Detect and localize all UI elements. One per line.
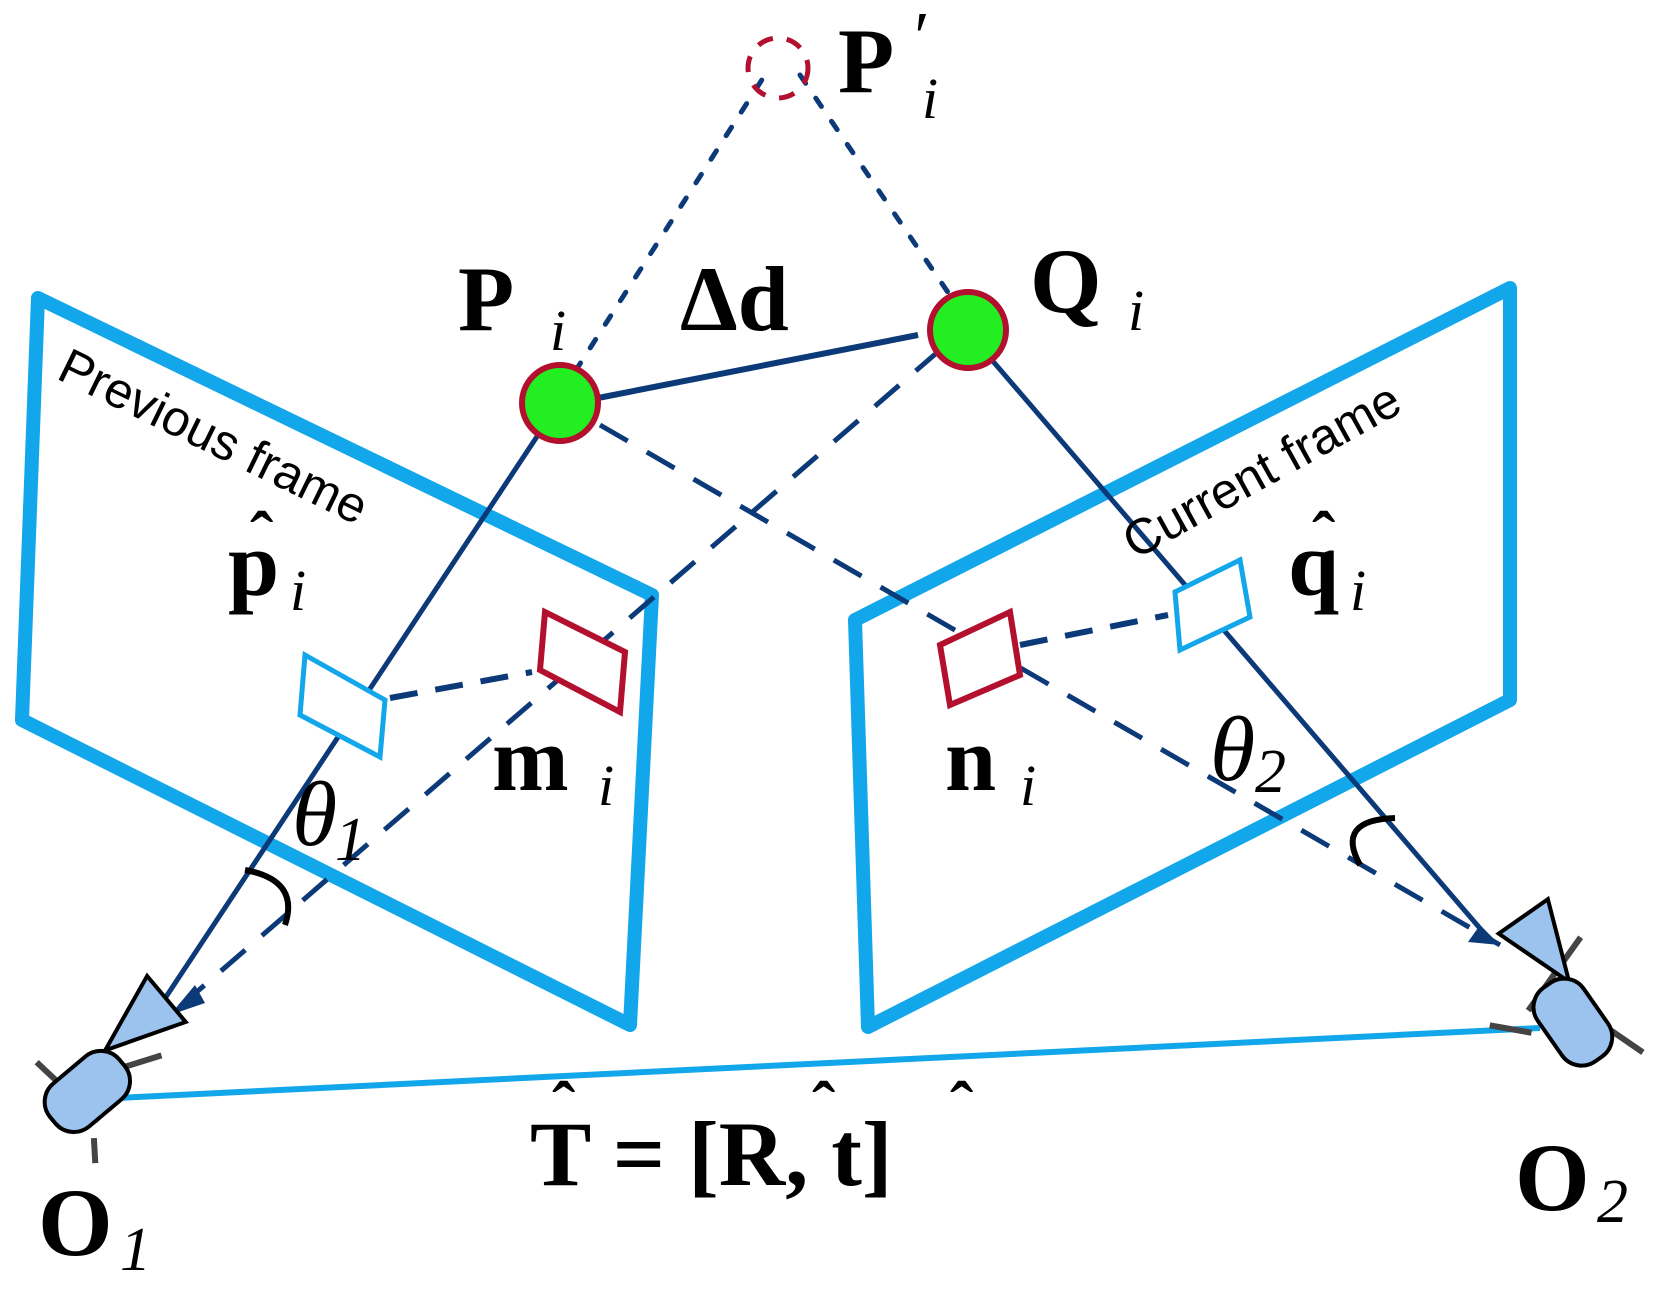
- dashed-ray-p-to-o2: [598, 422, 1502, 948]
- p-hat-caret: ˆ: [250, 499, 273, 576]
- p-sub: i: [550, 298, 566, 363]
- o2-label: O: [1515, 1124, 1590, 1231]
- dotted-ray-left: [557, 72, 768, 398]
- theta1-arc: [244, 867, 292, 926]
- q-hat-caret: ˆ: [1312, 499, 1335, 576]
- m-label: m: [492, 708, 569, 810]
- m-patch: [536, 607, 629, 717]
- point-p-prime: [745, 35, 811, 101]
- n-to-q-arrow: [1019, 612, 1169, 648]
- transform-hat-r: ˆ: [812, 1069, 835, 1146]
- delta-d-label: Δd: [680, 248, 789, 350]
- transform-label: T = [R, t]: [530, 1103, 892, 1205]
- transform-hat-t: ˆ: [552, 1069, 575, 1146]
- o1-label: O: [38, 1169, 113, 1276]
- dashed-ray-q-to-o1: [168, 348, 942, 1017]
- p-hat-patch: [297, 650, 388, 761]
- theta1-label: θ: [292, 763, 337, 865]
- ray-q-to-o2: [983, 350, 1492, 942]
- m-sub: i: [598, 753, 614, 818]
- o1-sub: 1: [120, 1216, 151, 1284]
- transform-arrow: [117, 1025, 1541, 1101]
- theta2-label: θ: [1210, 698, 1255, 800]
- p-to-m-arrow: [389, 669, 533, 701]
- q-hat-sub: i: [1350, 558, 1366, 623]
- q-hat-label: q: [1288, 513, 1339, 615]
- p-hat-sub: i: [290, 558, 306, 623]
- q-hat-patch: [1172, 556, 1253, 654]
- dotted-ray-right: [797, 72, 963, 313]
- p-prime-label: P: [838, 10, 894, 112]
- p-prime-mark: ′: [910, 0, 927, 76]
- p-label: P: [458, 248, 514, 350]
- theta2-sub: 2: [1255, 738, 1286, 806]
- point-p: [519, 362, 601, 444]
- n-sub: i: [1020, 753, 1036, 818]
- q-sub: i: [1128, 278, 1144, 343]
- arrowhead-o2: [1468, 925, 1500, 945]
- o2-sub: 2: [1597, 1168, 1628, 1236]
- point-q: [927, 289, 1009, 371]
- arrowhead-o1: [170, 985, 205, 1015]
- p-hat-label: p: [228, 513, 279, 615]
- theta2-arc: [1349, 815, 1396, 867]
- camera-icon: [1489, 895, 1645, 1068]
- transform-hat-t2: ˆ: [950, 1069, 973, 1146]
- previous-frame-plane: [15, 291, 659, 1032]
- current-frame-plane: [848, 281, 1517, 1034]
- delta-d-arrow: [597, 332, 919, 401]
- q-label: Q: [1030, 230, 1102, 332]
- theta1-sub: 1: [335, 806, 366, 874]
- n-label: n: [945, 708, 996, 810]
- camera-icon: [34, 972, 190, 1164]
- n-patch: [936, 607, 1024, 710]
- p-prime-sub: i: [922, 66, 938, 131]
